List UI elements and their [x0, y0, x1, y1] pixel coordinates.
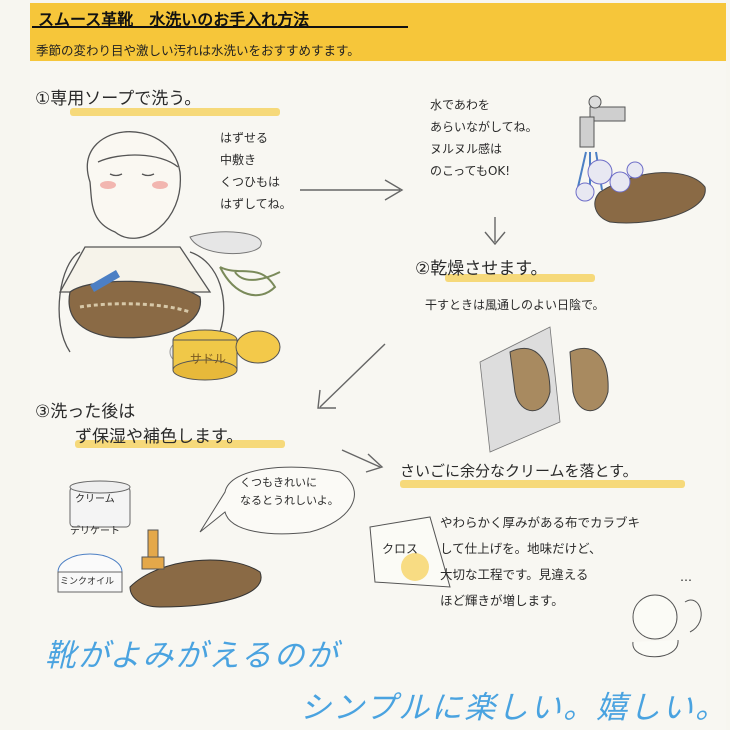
soap-tin-label: サドル — [190, 352, 227, 366]
delicate-label: デリケート — [70, 526, 120, 537]
insole-laces-illustration — [189, 231, 281, 297]
water-note: 水であわを あらいながしてね。 ヌルヌル感は のこってもOK! — [430, 98, 538, 178]
step2-highlight — [445, 274, 595, 282]
hand-drawn-illustration — [57, 95, 706, 658]
page-title: スムース革靴 水洗いのお手入れ方法 — [38, 10, 310, 29]
character-dots: … — [680, 570, 692, 584]
washed-shoe-illustration — [575, 159, 706, 224]
step3-title-line1: ③洗った後は — [35, 402, 136, 422]
cream-jar-label: クリーム — [75, 494, 115, 505]
step1-highlight — [70, 108, 280, 116]
last-step-note: やわらかく厚みがある布でカラブキ して仕上げを。地味だけど、 大切な工程です。見… — [440, 515, 641, 608]
last-title-highlight — [400, 480, 685, 488]
flow-arrows — [300, 179, 506, 473]
step1-title: ①専用ソープで洗う。 — [35, 89, 202, 109]
cream-jars-illustration — [57, 480, 131, 593]
page-subtitle: 季節の変わり目や激しい汚れは水洗いをおすすめすます。 — [36, 43, 360, 58]
small-character-illustration — [632, 594, 702, 658]
cloth-illustration — [369, 516, 451, 588]
footer-line1: 靴がよみがえるのが — [45, 638, 340, 674]
speech-bubble-text: くつもきれいに なるとうれしいよ。 — [240, 476, 339, 507]
step2-title: ②乾燥させます。 — [415, 259, 548, 279]
mink-oil-label: ミンクオイル — [60, 577, 115, 587]
soap-tin-illustration — [172, 329, 281, 381]
header-banner: スムース革靴 水洗いのお手入れ方法 季節の変わり目や激しい汚れは水洗いをおすすめ… — [30, 3, 726, 61]
step3-highlight — [75, 440, 285, 448]
title-underline — [32, 26, 408, 28]
step1-note: はずせる 中敷き くつひもは はずしてね。 — [220, 131, 292, 211]
cloth-label: クロス — [382, 542, 419, 556]
drying-shoes-illustration — [479, 326, 609, 453]
faucet-illustration — [577, 95, 626, 192]
shoe-with-brush-illustration — [129, 529, 262, 608]
step3-title-line2: ず保湿や補色します。 — [75, 427, 244, 447]
last-step-title: さいごに余分なクリームを落とす。 — [400, 462, 638, 480]
illustration-panel: ①専用ソープで洗う。 はずせる 中敷き くつひもは はずしてね。 水であわを あ… — [30, 62, 726, 730]
footer-line2: シンプルに楽しい。嬉しい。 — [300, 690, 729, 726]
step2-note: 干すときは風通しのよい日陰で。 — [425, 298, 605, 312]
speech-bubble — [199, 466, 355, 535]
